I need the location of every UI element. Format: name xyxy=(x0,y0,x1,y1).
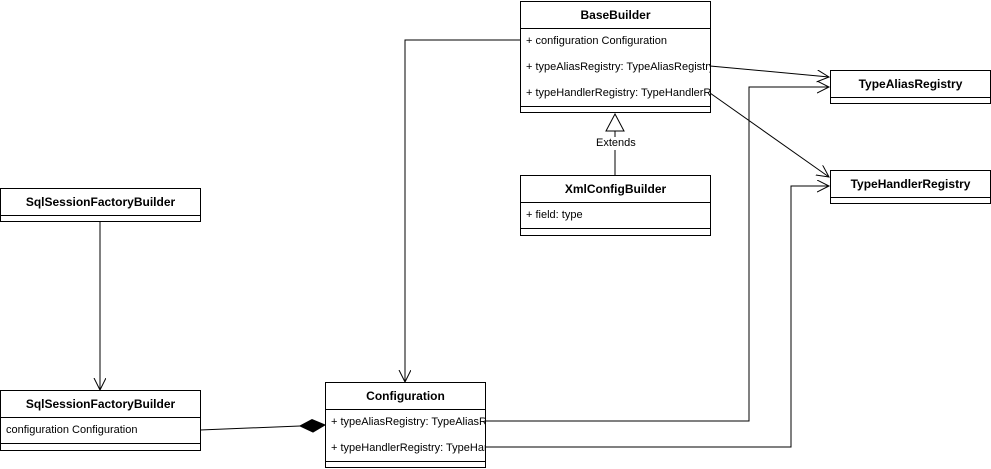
operations-divider xyxy=(1,216,200,221)
generalization-triangle xyxy=(605,112,625,132)
association-config-to-typealias xyxy=(485,87,829,422)
attribute: + typeHandlerRegistry: TypeHandlerRegist… xyxy=(526,87,710,99)
extends-label: Extends xyxy=(595,137,637,150)
operations-divider xyxy=(521,106,710,112)
attribute: + configuration Configuration xyxy=(526,35,667,47)
class-configuration[interactable]: Configuration + typeAliasRegistry: TypeA… xyxy=(325,382,486,468)
class-name: Configuration xyxy=(326,383,485,410)
association-base-to-typehandler xyxy=(709,92,829,177)
operations-divider xyxy=(326,461,485,467)
composition-line xyxy=(199,425,301,431)
class-sql-session-factory-builder-bottom[interactable]: SqlSessionFactoryBuilder configuration C… xyxy=(0,390,201,451)
class-name: SqlSessionFactoryBuilder xyxy=(1,189,200,216)
attribute: + typeHandlerRegistry: TypeHandlerRegist… xyxy=(331,442,485,454)
class-name: TypeAliasRegistry xyxy=(831,71,990,98)
attribute: + field: type xyxy=(526,209,583,221)
class-xml-config-builder[interactable]: XmlConfigBuilder + field: type xyxy=(520,175,711,236)
class-type-alias-registry[interactable]: TypeAliasRegistry xyxy=(830,70,991,104)
class-name: BaseBuilder xyxy=(521,2,710,29)
class-name: XmlConfigBuilder xyxy=(521,176,710,203)
operations-divider xyxy=(1,443,200,450)
composition-diamond xyxy=(298,418,327,433)
association-config-to-typehandler xyxy=(485,186,829,448)
attribute: + typeAliasRegistry: TypeAliasRegistry xyxy=(526,61,710,73)
class-sql-session-factory-builder-top[interactable]: SqlSessionFactoryBuilder xyxy=(0,188,201,222)
attribute: configuration Configuration xyxy=(6,424,138,436)
class-type-handler-registry[interactable]: TypeHandlerRegistry xyxy=(830,170,991,204)
attribute: + typeAliasRegistry: TypeAliasRegistry xyxy=(331,416,485,428)
association-base-to-configuration xyxy=(405,39,520,382)
operations-divider xyxy=(831,198,990,203)
operations-divider xyxy=(521,228,710,235)
class-name: SqlSessionFactoryBuilder xyxy=(1,391,200,418)
operations-divider xyxy=(831,98,990,103)
class-name: TypeHandlerRegistry xyxy=(831,171,990,198)
association-base-to-typealias xyxy=(709,65,829,77)
class-base-builder[interactable]: BaseBuilder + configuration Configuratio… xyxy=(520,1,711,113)
